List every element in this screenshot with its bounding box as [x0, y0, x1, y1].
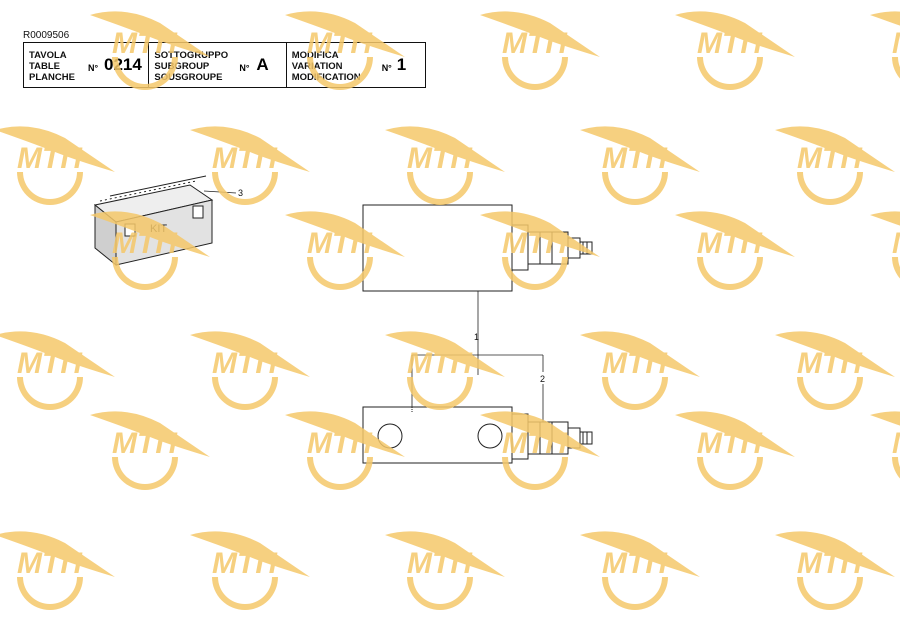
table-no-symbol: N° [88, 63, 99, 73]
watermark-logo: MTП [385, 331, 505, 410]
watermark-logo: MTП [480, 11, 600, 90]
watermark-logo-text: MTП [212, 547, 278, 580]
watermark-logo: MTП [0, 331, 115, 410]
subgroup-label-en: SUBGROUP [154, 61, 210, 72]
watermark-logo-text: MTП [697, 427, 763, 460]
table-label-fr: PLANCHE [29, 72, 75, 83]
watermark-logo: MTП [870, 411, 900, 479]
watermark-logo-text: MTП [212, 142, 278, 175]
watermark-logo-text: MTП [17, 347, 83, 380]
watermark-logo-text: MTП [407, 142, 473, 175]
modification-cell: MODIFICA VARIATION MODIFICATION N° 1 [287, 43, 425, 87]
watermark-logo: MTП [285, 411, 405, 490]
watermark-logo-text: MTП [502, 27, 568, 60]
callout-3: 3 [238, 188, 243, 198]
subgroup-label-it: SOTTOGRUPPO [154, 50, 229, 61]
watermark-logo: MTП [580, 126, 700, 205]
watermark-logo: MTП [775, 331, 895, 410]
watermark-logo-text: MTП [797, 142, 863, 175]
watermark-logo-text: MTП [602, 347, 668, 380]
watermark-logo: MTП [90, 211, 210, 290]
watermark-logo-text: MTП [797, 347, 863, 380]
subgroup-label-fr: SOUSGROUPE [154, 72, 223, 83]
watermark-logo: MTП [190, 531, 310, 610]
watermark-logo: MTП [480, 411, 600, 490]
watermark-logo-text: MTП [797, 547, 863, 580]
modification-no-symbol: N° [381, 63, 392, 73]
valve-block-lower[interactable] [362, 406, 593, 464]
watermark-logo: MTП [870, 11, 900, 79]
callout-1: 1 [474, 332, 479, 342]
watermark-logo: MTП [675, 11, 795, 90]
watermark-logo: MTП [285, 211, 405, 290]
watermark-logo: MTП [385, 126, 505, 205]
watermark-logo: MTП [675, 211, 795, 290]
watermark-logo: MTП [0, 531, 115, 610]
title-block: TAVOLA TABLE PLANCHE N° 0214 SOTTOGRUPPO… [23, 42, 426, 88]
watermark-logo-text: MTП [17, 142, 83, 175]
watermark-logo: MTП [480, 211, 600, 290]
watermark-logo-text: MTП [112, 427, 178, 460]
subgroup-value: A [256, 55, 269, 74]
table-label-it: TAVOLA [29, 50, 67, 61]
callout-1-leader [411, 291, 543, 410]
subgroup-cell: SOTTOGRUPPO SUBGROUP SOUSGROUPE N° A [149, 43, 287, 87]
watermark-logo-text: MTП [307, 227, 373, 260]
watermark-logo-text: MTП [307, 427, 373, 460]
callout-2: 2 [540, 374, 545, 384]
watermark-logo: MTП [775, 126, 895, 205]
watermark-logo: MTП [775, 531, 895, 610]
watermark-logo-text: MTП [602, 142, 668, 175]
watermark-logo: MTП [190, 331, 310, 410]
watermark-logo-text: MTП [212, 347, 278, 380]
watermark-logo: MTП [0, 126, 115, 205]
watermark-logo-text: MTП [17, 547, 83, 580]
modification-label-en: VARIATION [291, 61, 343, 72]
watermark-logo: MTП [190, 126, 310, 205]
watermark-logo: MTП [90, 11, 210, 90]
watermark-logo-text: MTП [697, 227, 763, 260]
watermark-logo: MTП [580, 331, 700, 410]
watermark-logo: MTП [675, 411, 795, 490]
modification-label-it: MODIFICA [291, 50, 339, 61]
watermark-logo-text: MTП [602, 547, 668, 580]
subgroup-no-symbol: N° [239, 63, 250, 73]
table-label-en: TABLE [29, 61, 60, 72]
document-code: R0009506 [23, 30, 70, 41]
watermark-logo-text: MTП [112, 227, 178, 260]
watermark-logo-text: MTП [307, 27, 373, 60]
modification-labels: MODIFICA VARIATION MODIFICATION [292, 50, 361, 83]
table-labels: TAVOLA TABLE PLANCHE [29, 50, 75, 83]
watermark-logo-text: MTП [892, 27, 900, 60]
watermark-logo-text: MTП [697, 27, 763, 60]
subgroup-labels: SOTTOGRUPPO SUBGROUP SOUSGROUPE [154, 50, 228, 83]
watermark-logo-text: MTП [502, 427, 568, 460]
modification-value: 1 [396, 55, 407, 74]
watermark-logo-text: MTП [407, 347, 473, 380]
watermark-logo: MTП [580, 531, 700, 610]
modification-label-fr: MODIFICATION [291, 72, 361, 83]
watermark-logo-text: MTП [112, 27, 178, 60]
watermark-logo: MTП [90, 411, 210, 490]
watermark-logo-text: MTП [892, 227, 900, 260]
watermark-logo-text: MTП [892, 427, 900, 460]
watermark-logo: MTП [285, 11, 405, 90]
watermark-logo-text: MTП [502, 227, 568, 260]
watermark-logo-text: MTП [407, 547, 473, 580]
watermark-logo: MTП [385, 531, 505, 610]
watermark-logo: MTП [870, 211, 900, 279]
